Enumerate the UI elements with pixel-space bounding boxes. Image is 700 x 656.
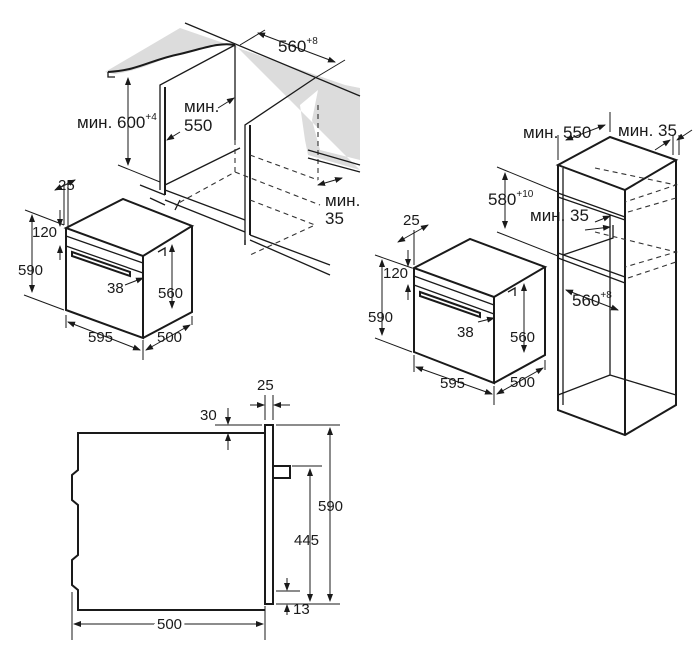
cabinet-width-tolerance: +8 <box>600 290 612 301</box>
cabinet-depth-label: мин. 550 <box>523 123 591 142</box>
oven-left-dim-500: 500 <box>157 329 182 346</box>
side-dim-25: 25 <box>257 377 274 394</box>
cabinet-side-gap-label: мин. 35 <box>618 121 677 140</box>
oven-side-view: 25 30 590 445 13 500 <box>71 377 343 640</box>
cabinet-height-tolerance: +10 <box>516 189 533 200</box>
oven-right-dim-590: 590 <box>368 309 393 326</box>
niche-width-tolerance: +8 <box>306 36 318 47</box>
oven-left-dim-595: 595 <box>88 329 113 346</box>
side-dim-500: 500 <box>157 616 182 633</box>
oven-left-dim-590: 590 <box>18 262 43 279</box>
side-dim-30: 30 <box>200 407 217 424</box>
side-door <box>264 424 274 605</box>
countertop <box>105 28 360 170</box>
oven-right-dim-500: 500 <box>510 374 535 391</box>
cabinet-width-label: 560+8 <box>572 290 612 310</box>
niche-height-tolerance: +4 <box>145 112 157 123</box>
oven-right-dim-595: 595 <box>440 375 465 392</box>
cabinet-shelf-gap-label: мин. 35 <box>530 206 589 225</box>
niche-gap-value: 35 <box>325 209 344 228</box>
niche-height-label: мин. 600+4 <box>77 112 157 132</box>
tall-cabinet: мин. 550 мин. 35 580+10 мин. 35 560+8 <box>488 112 693 437</box>
cabinet-height-label: 580+10 <box>488 189 534 209</box>
niche-depth-value: 550 <box>184 116 212 135</box>
under-counter-niche: 560+8 мин. 600+4 мин. 550 мин. 35 <box>77 22 360 276</box>
cabinet-height-value: 580 <box>488 190 516 209</box>
oven-left-dim-560: 560 <box>158 285 183 302</box>
oven-left-dim-38: 38 <box>107 280 124 297</box>
niche-width-value: 560 <box>278 37 306 56</box>
oven-isometric-left: 25 120 590 38 560 595 500 <box>18 177 195 360</box>
niche-gap-prefix: мин. <box>325 191 360 210</box>
oven-right-dim-560: 560 <box>510 329 535 346</box>
oven-left-dim-25: 25 <box>58 177 75 194</box>
side-body <box>71 432 265 611</box>
oven-isometric-right: 25 120 590 38 560 595 500 <box>368 212 548 405</box>
side-dim-445: 445 <box>294 532 319 549</box>
niche-depth-prefix: мин. <box>184 97 219 116</box>
cabinet-width-value: 560 <box>572 291 600 310</box>
oven-right-dim-25: 25 <box>403 212 420 229</box>
oven-right-dim-120: 120 <box>383 265 408 282</box>
side-handle <box>273 465 291 479</box>
oven-right-dim-38: 38 <box>457 324 474 341</box>
niche-height-value: мин. 600 <box>77 113 145 132</box>
side-dim-13: 13 <box>293 601 310 618</box>
side-dim-590: 590 <box>318 498 343 515</box>
oven-left-dim-120: 120 <box>32 224 57 241</box>
niche-width-label: 560+8 <box>278 36 318 56</box>
oven-handle <box>71 250 131 278</box>
